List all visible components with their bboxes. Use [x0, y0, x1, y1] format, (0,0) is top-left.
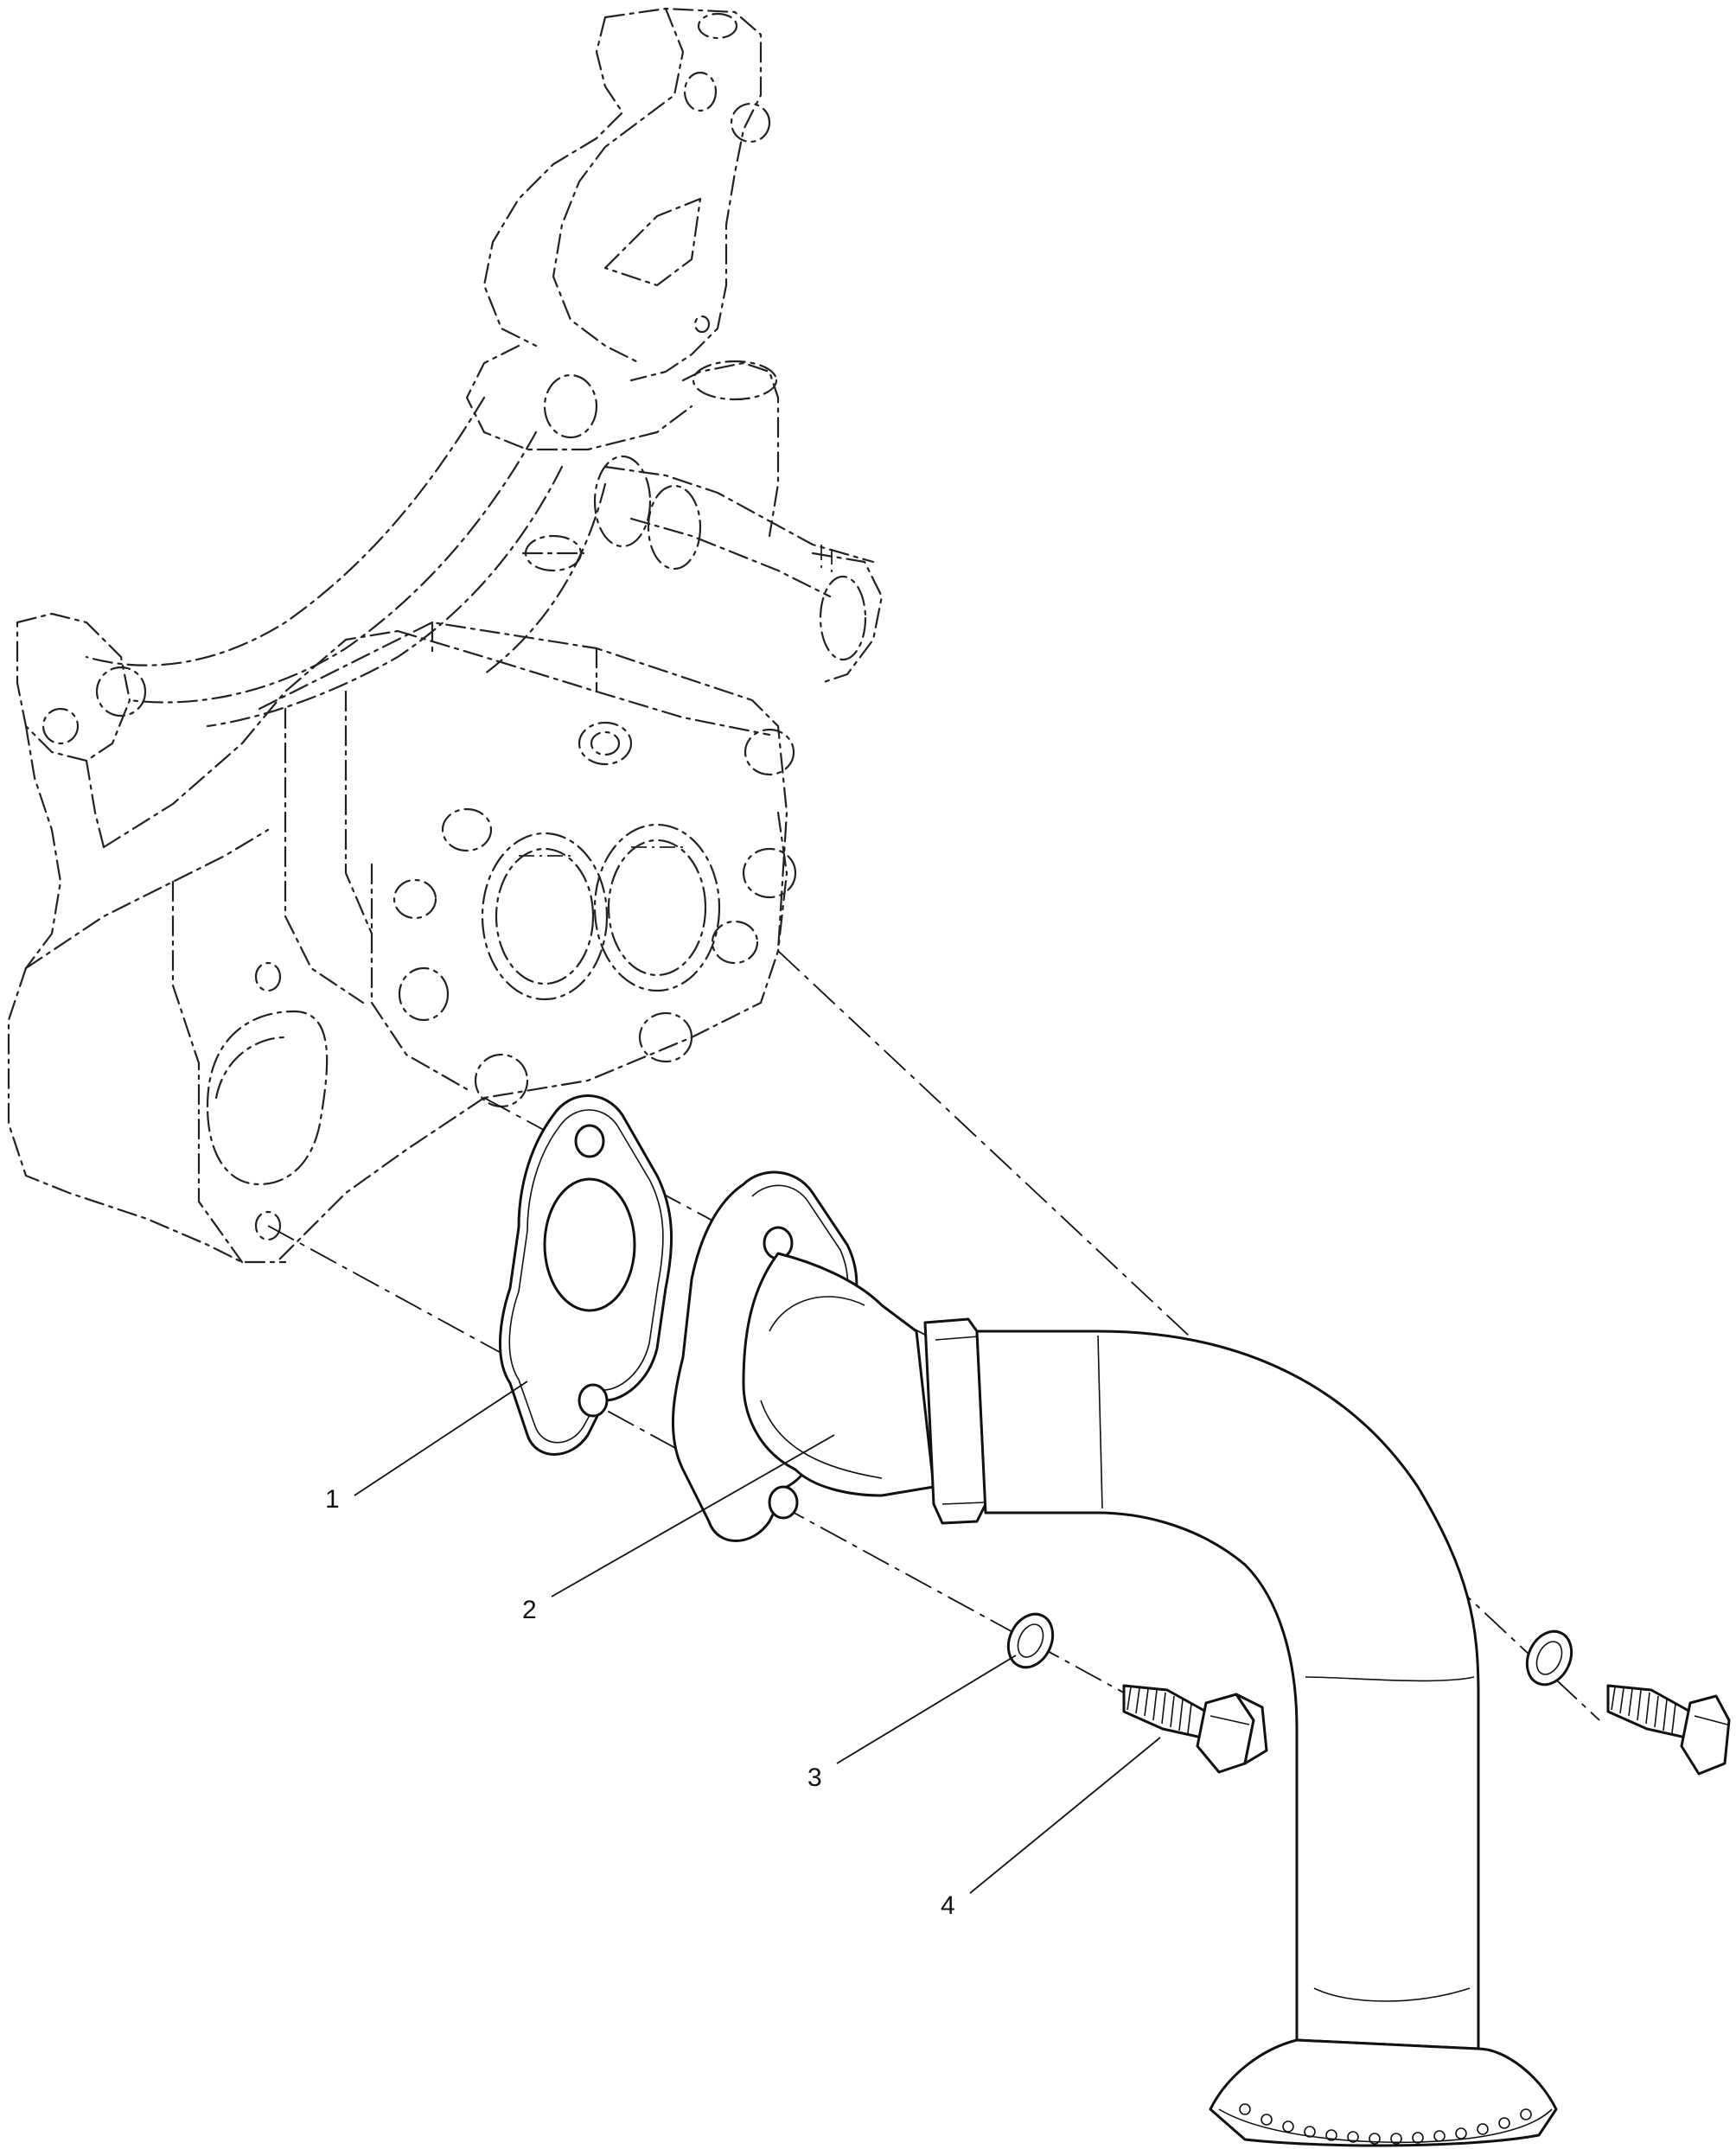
callout-label-3: 3 [807, 1763, 822, 1792]
suction-pipe-part-2 [671, 1170, 1558, 2147]
washer-part-3 [1006, 1612, 1573, 1687]
callout-label-1: 1 [325, 1485, 340, 1514]
callout-2: 2 [522, 1434, 835, 1624]
callouts: 1 2 3 4 [325, 1381, 1161, 1920]
strainer-holes [1239, 2103, 1532, 2145]
callout-4: 4 [941, 1737, 1161, 1920]
callout-label-4: 4 [941, 1891, 955, 1920]
gasket-part-1 [499, 1094, 673, 1456]
housing-ports [481, 823, 721, 1001]
callout-label-2: 2 [522, 1596, 537, 1624]
engine-housing-phantom [7, 7, 884, 1264]
callout-3: 3 [807, 1655, 1017, 1792]
callout-1: 1 [325, 1381, 528, 1514]
bolt-left [1122, 1684, 1268, 1774]
bolt-part-4 [1122, 1684, 1731, 1776]
housing-bolt-heads [393, 721, 797, 1108]
bolt-right [1606, 1684, 1731, 1776]
